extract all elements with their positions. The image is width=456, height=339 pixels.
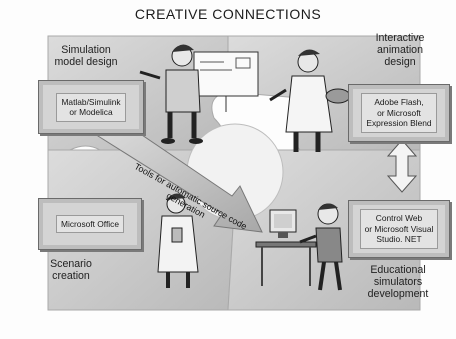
box-control-text: Control Web or Microsoft Visual Studio. … — [359, 209, 439, 249]
double-arrow-icon — [386, 139, 418, 193]
box-control-web: Control Web or Microsoft Visual Studio. … — [348, 200, 450, 258]
box-matlab-simulink: Matlab/Simulink or Modelica — [38, 80, 144, 134]
label-simulation-model-design: Simulation model design — [54, 44, 118, 69]
box-matlab-text: Matlab/Simulink or Modelica — [56, 92, 126, 122]
label-scenario-creation: Scenario creation — [50, 258, 92, 283]
painter-with-palette-icon — [269, 49, 351, 152]
person-at-computer-icon — [255, 203, 343, 291]
person-at-whiteboard-icon — [139, 44, 259, 144]
diagram-title: CREATIVE CONNECTIONS — [134, 6, 322, 22]
scientist-in-lab-coat-icon — [157, 193, 199, 288]
box-microsoft-office: Microsoft Office — [38, 198, 142, 250]
label-interactive-animation-design: Interactive animation design — [375, 32, 425, 69]
tools-arrow — [81, 111, 263, 233]
label-educational-simulators-development: Educational simulators development — [367, 264, 429, 301]
box-adobe-flash: Adobe Flash, or Microsoft Expression Ble… — [348, 84, 450, 142]
box-flash-text: Adobe Flash, or Microsoft Expression Ble… — [361, 93, 437, 133]
box-office-text: Microsoft Office — [55, 214, 125, 234]
